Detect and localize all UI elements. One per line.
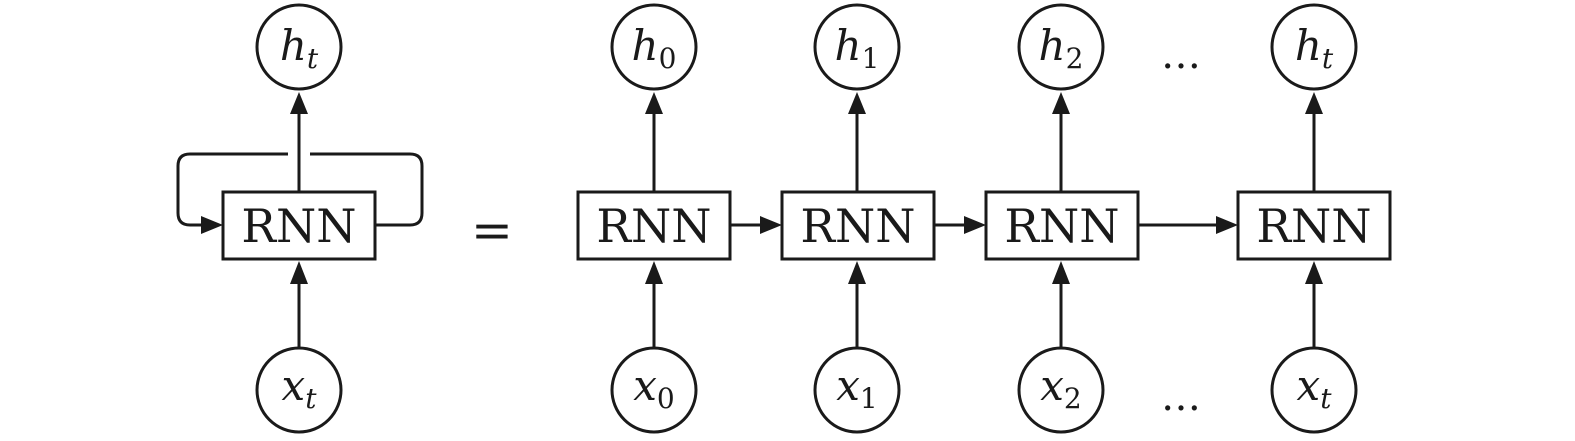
rolled-input-arrowhead [290, 261, 308, 284]
svg-text:h0: h0 [632, 21, 677, 75]
rolled-rnn: ht RNN xt [176, 3, 424, 434]
svg-text:x2: x2 [1040, 361, 1082, 415]
output-node: h1 [813, 3, 901, 91]
output-node: ht [1270, 3, 1358, 91]
input-arrowhead [1305, 261, 1323, 284]
svg-text:RNN: RNN [596, 199, 711, 253]
equals-sign: = [471, 201, 513, 259]
svg-text:RNN: RNN [800, 199, 915, 253]
output-arrowhead [1305, 92, 1323, 114]
ellipsis-top: … [1161, 32, 1201, 78]
input-node: x1 [813, 346, 901, 434]
svg-text:RNN: RNN [1256, 199, 1371, 253]
unrolled-step: h2 RNN x2 [984, 3, 1140, 434]
output-arrowhead [1052, 92, 1070, 114]
rolled-output-node: ht [255, 3, 343, 91]
rnn-cell: RNN [780, 190, 936, 261]
rolled-recurrent-loop [176, 152, 424, 227]
input-arrowhead [645, 261, 663, 284]
rolled-rnn-cell: RNN [221, 190, 377, 261]
hidden-state-arrowhead [760, 216, 782, 234]
output-node: h0 [610, 3, 698, 91]
input-node: x2 [1017, 346, 1105, 434]
output-arrowhead [848, 92, 866, 114]
svg-text:ht: ht [280, 21, 319, 75]
input-node: xt [1270, 346, 1358, 434]
svg-text:h2: h2 [1039, 21, 1084, 75]
svg-text:x1: x1 [836, 361, 878, 415]
hidden-state-arrowhead [1216, 216, 1238, 234]
svg-text:ht: ht [1295, 21, 1334, 75]
svg-text:RNN: RNN [1004, 199, 1119, 253]
rnn-cell: RNN [984, 190, 1140, 261]
hidden-state-arrowhead [964, 216, 986, 234]
unrolled-rnn: h0 RNN x0 [576, 3, 1392, 434]
unrolled-step: ht RNN xt [1236, 3, 1392, 434]
unrolled-step: h0 RNN x0 [576, 3, 732, 434]
svg-text:RNN: RNN [241, 199, 356, 253]
svg-text:xt: xt [282, 361, 318, 415]
svg-text:xt: xt [1297, 361, 1333, 415]
unrolled-step: h1 RNN x1 [780, 3, 936, 434]
rolled-output-arrowhead [290, 92, 308, 114]
svg-text:x0: x0 [633, 361, 675, 415]
ellipsis-bottom: … [1161, 374, 1201, 420]
input-arrowhead [848, 261, 866, 284]
input-node: x0 [610, 346, 698, 434]
output-node: h2 [1017, 3, 1105, 91]
input-arrowhead [1052, 261, 1070, 284]
svg-text:h1: h1 [835, 21, 880, 75]
rolled-input-node: xt [255, 346, 343, 434]
rnn-cell: RNN [576, 190, 732, 261]
rnn-cell: RNN [1236, 190, 1392, 261]
output-arrowhead [645, 92, 663, 114]
rolled-loop-arrowhead [201, 216, 223, 234]
